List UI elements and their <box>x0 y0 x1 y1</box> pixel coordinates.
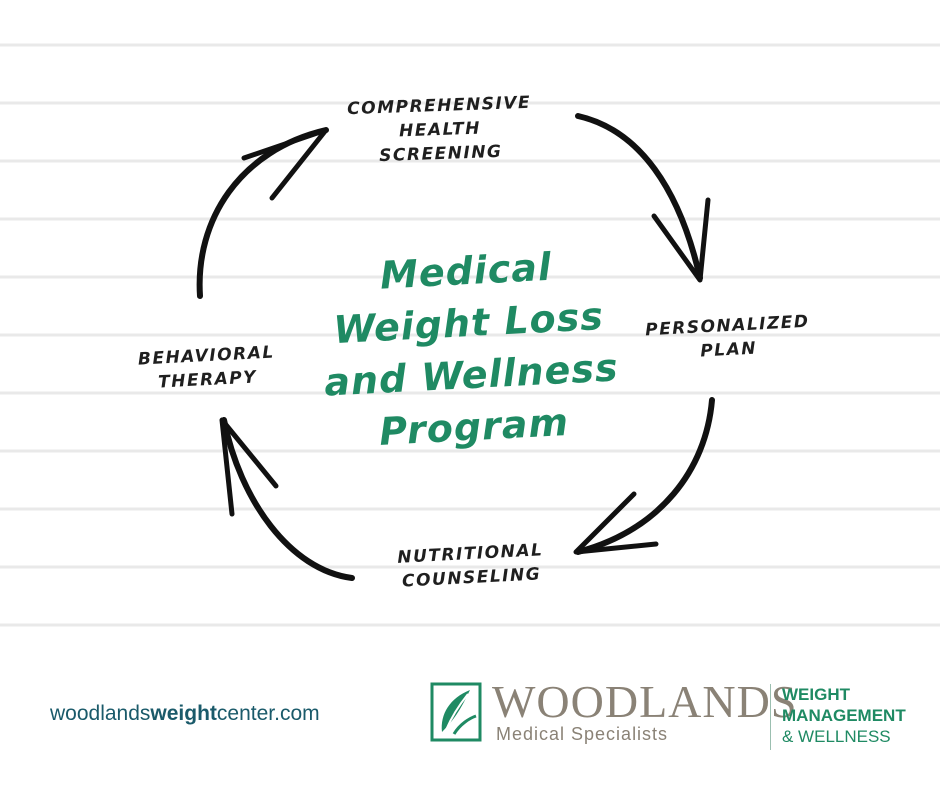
logo-tagline: WEIGHT MANAGEMENT & WELLNESS <box>782 684 906 747</box>
url-bold: weight <box>150 702 217 725</box>
logo-divider <box>770 684 771 750</box>
website-url[interactable]: woodlandsweightcenter.com <box>50 702 320 726</box>
arrowhead-top-right <box>651 197 711 283</box>
step-comprehensive-health-screening: Comprehensive Health Screening <box>329 90 551 170</box>
url-prefix: woodlands <box>50 702 151 725</box>
diagram-title: Medical Weight Loss and Wellness Program <box>295 236 645 462</box>
step-personalized-plan: Personalized Plan <box>635 309 821 367</box>
logo-name: WOODLANDS <box>492 676 798 727</box>
arrow-right-bottom <box>575 397 715 555</box>
arrowhead-bottom-left <box>219 417 279 517</box>
url-suffix: center.com <box>216 702 320 725</box>
logo-subtitle: Medical Specialists <box>496 724 669 744</box>
woodlands-logo: WOODLANDS Medical Specialists WEIGHT MAN… <box>430 676 910 752</box>
footer <box>0 640 940 788</box>
arrow-top-right <box>575 113 703 281</box>
step-behavioral-therapy: Behavioral Therapy <box>121 340 293 397</box>
logo-tag-line-1: WEIGHT <box>782 685 850 704</box>
logo-tag-line-3: & WELLNESS <box>782 727 891 746</box>
arrowhead-right-bottom <box>573 491 659 555</box>
arrowhead-left-top <box>241 127 329 201</box>
arrow-bottom-left <box>221 417 355 581</box>
step-nutritional-counseling: Nutritional Counseling <box>385 538 557 595</box>
logo-tag-line-2: MANAGEMENT <box>782 706 906 725</box>
cycle-arrows <box>196 113 715 581</box>
ruled-background <box>0 43 940 627</box>
leaf-emblem-icon <box>430 682 482 742</box>
